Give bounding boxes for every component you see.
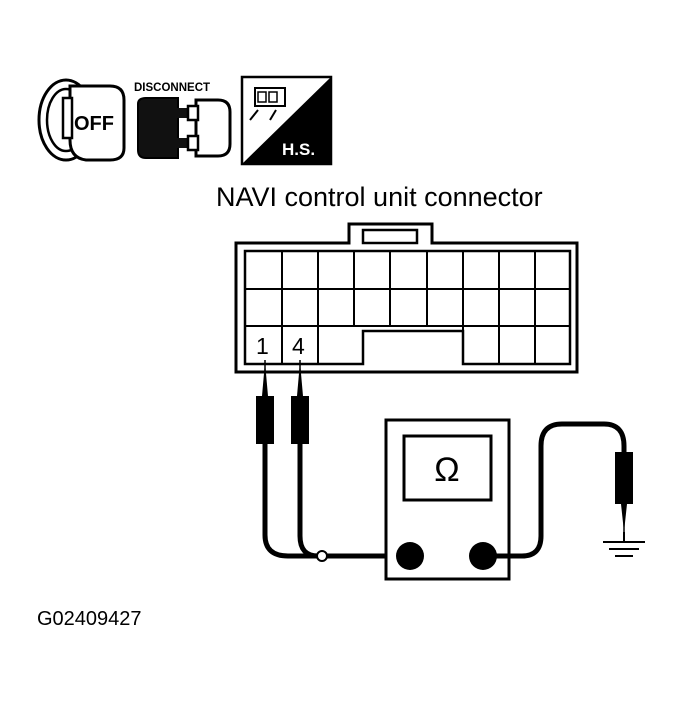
meter-terminal-left	[396, 542, 424, 570]
pin-label-1: 1	[256, 333, 269, 359]
mini-connector-icon	[249, 87, 286, 121]
harness-side-label: H.S.	[282, 140, 315, 159]
ground-icon	[603, 532, 645, 557]
disconnect-label: DISCONNECT	[134, 82, 210, 94]
disconnect-icon: DISCONNECT	[134, 82, 232, 159]
harness-side-icon: H.S.	[240, 75, 333, 166]
ohmmeter: Ω	[384, 418, 511, 581]
meter-display	[402, 434, 493, 502]
ground-lead	[483, 421, 633, 559]
ohm-symbol: Ω	[434, 451, 459, 489]
pin-label-4: 4	[292, 333, 305, 359]
wire-junction	[316, 550, 328, 562]
ignition-off-label: OFF	[74, 113, 114, 135]
ignition-off-icon: OFF	[37, 78, 126, 162]
probe-pin-1	[256, 360, 322, 559]
connector-title: NAVI control unit connector	[216, 182, 543, 212]
connector-pin-grid	[245, 251, 570, 364]
figure-id: G02409427	[37, 608, 142, 630]
connector-outline	[234, 222, 579, 374]
probe-pin-4	[291, 360, 319, 559]
